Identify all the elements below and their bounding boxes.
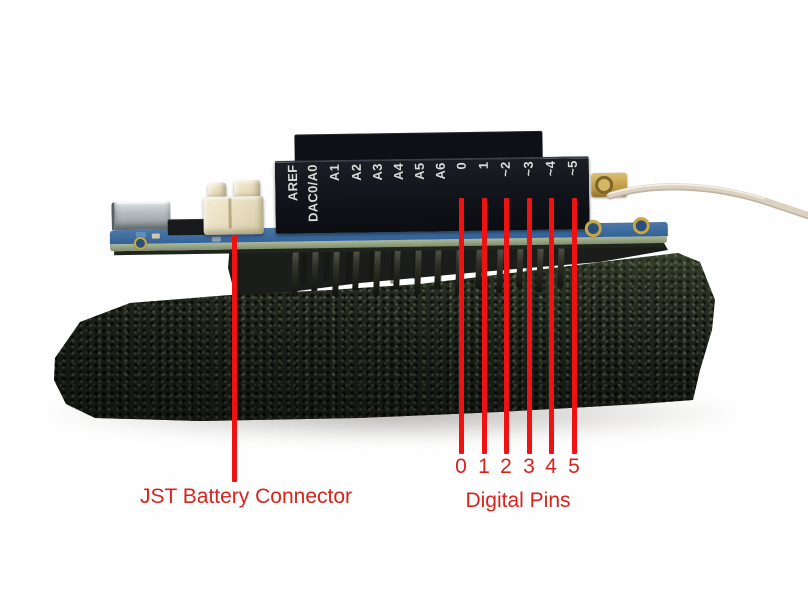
annotation-line-d5: [572, 198, 577, 454]
antenna-cable-stroke: [607, 183, 808, 218]
annotation-line-d1: [482, 198, 487, 454]
digital-pin-number-2: 2: [500, 455, 512, 478]
annotation-line-d4: [549, 198, 554, 454]
annotation-line-d0: [459, 198, 464, 454]
digital-pin-number-3: 3: [523, 455, 535, 478]
digital-pins-label: Digital Pins: [465, 489, 571, 512]
annotation-line-d3: [527, 198, 532, 454]
digital-pin-number-0: 0: [455, 455, 467, 478]
annotation-line-d2: [504, 198, 509, 454]
annotation-line-jst: [232, 235, 237, 482]
digital-pin-number-1: 1: [478, 455, 490, 478]
digital-pin-number-5: 5: [568, 455, 580, 478]
digital-pin-number-4: 4: [545, 455, 557, 478]
jst-connector-label: JST Battery Connector: [139, 485, 353, 508]
antenna-cable-highlight: [609, 183, 765, 200]
